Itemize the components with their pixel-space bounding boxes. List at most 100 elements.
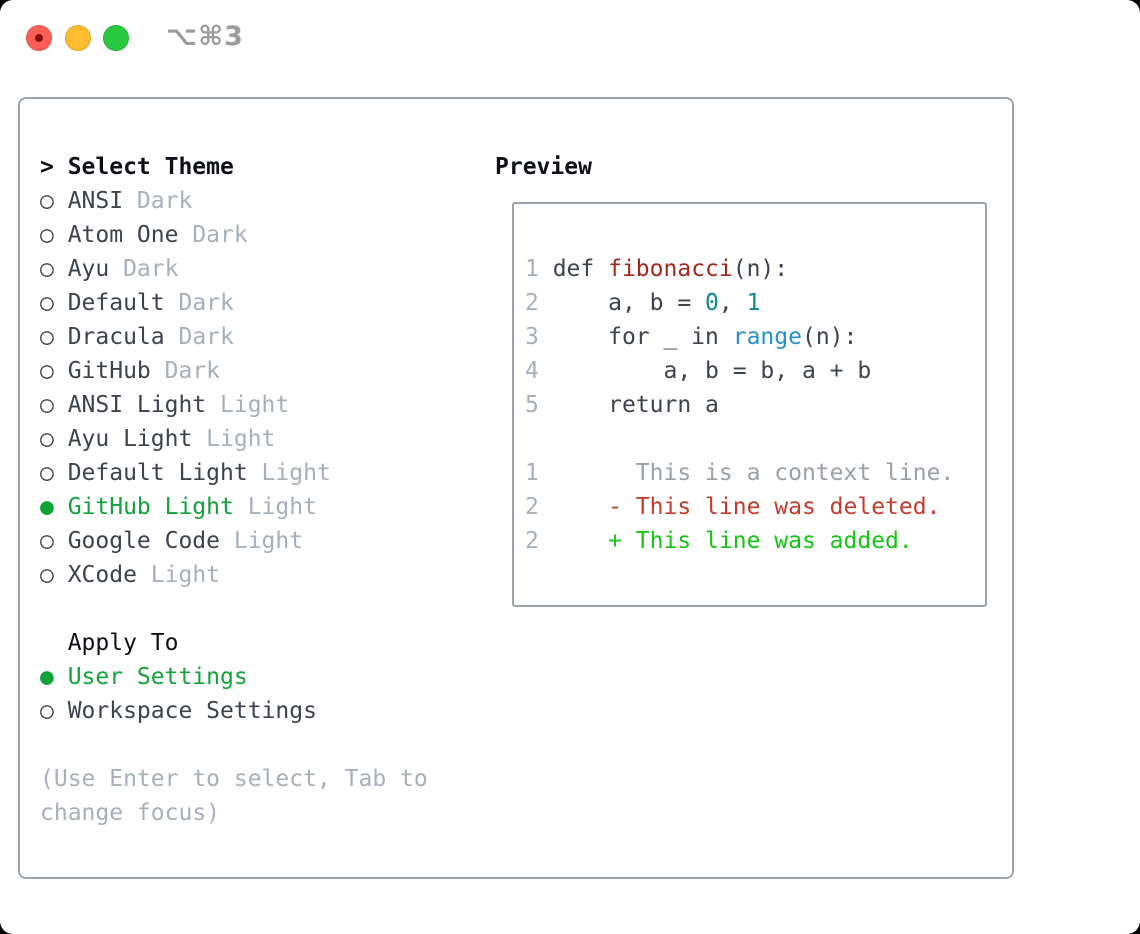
- theme-option-dracula[interactable]: ○ Dracula Dark: [40, 320, 428, 354]
- theme-variant: Dark: [109, 256, 179, 282]
- theme-name: Atom One: [67, 222, 179, 248]
- radio-unselected-icon: ○: [40, 460, 54, 486]
- theme-option-default-light[interactable]: ○ Default Light Light: [40, 456, 428, 490]
- theme-variant: Light: [233, 494, 317, 520]
- theme-option-ansi-light[interactable]: ○ ANSI Light Light: [40, 388, 428, 422]
- code-token: a, b = b, a + b: [538, 358, 872, 384]
- code-token: for _ in: [538, 324, 733, 350]
- apply-to-header: Apply To: [40, 626, 428, 660]
- apply-to-list: ● User Settings ○ Workspace Settings: [40, 660, 428, 728]
- radio-unselected-icon: ○: [40, 256, 54, 282]
- code-token: This is a context line.: [538, 460, 955, 486]
- apply-option-workspace-settings[interactable]: ○ Workspace Settings: [40, 694, 428, 728]
- select-theme-title: Select Theme: [67, 154, 234, 180]
- apply-option-label: Workspace Settings: [67, 698, 317, 724]
- code-token: return a: [538, 392, 719, 418]
- radio-unselected-icon: ○: [40, 222, 54, 248]
- theme-option-github[interactable]: ○ GitHub Dark: [40, 354, 428, 388]
- theme-name: Ayu Light: [67, 426, 193, 452]
- code-line: 4 a, b = b, a + b: [525, 354, 954, 388]
- radio-unselected-icon: ○: [40, 290, 54, 316]
- apply-option-label: User Settings: [67, 664, 248, 690]
- code-token: def: [538, 256, 609, 282]
- code-token: 4: [525, 358, 539, 384]
- spacer-row: [40, 728, 428, 762]
- maximize-button[interactable]: [103, 25, 129, 51]
- radio-unselected-icon: ○: [40, 392, 54, 418]
- theme-option-atom-one[interactable]: ○ Atom One Dark: [40, 218, 428, 252]
- radio-unselected-icon: ○: [40, 698, 54, 724]
- theme-option-ayu[interactable]: ○ Ayu Dark: [40, 252, 428, 286]
- radio-unselected-icon: ○: [40, 562, 54, 588]
- theme-name: GitHub Light: [67, 494, 234, 520]
- code-line: 2 - This line was deleted.: [525, 490, 954, 524]
- theme-variant: Dark: [164, 324, 234, 350]
- theme-list: ○ ANSI Dark ○ Atom One Dark ○ Ayu Dark ○ Defaul…: [40, 184, 428, 592]
- theme-name: GitHub: [67, 358, 151, 384]
- preview-title: Preview: [495, 154, 592, 180]
- code-token: 1: [525, 460, 539, 486]
- code-line: 2 a, b = 0, 1: [525, 286, 954, 320]
- code-line: 5 return a: [525, 388, 954, 422]
- theme-option-xcode[interactable]: ○ XCode Light: [40, 558, 428, 592]
- theme-option-ansi[interactable]: ○ ANSI Dark: [40, 184, 428, 218]
- spacer-row: [40, 592, 428, 626]
- code-line: 1 def fibonacci(n):: [525, 252, 954, 286]
- code-token: fibonacci: [608, 256, 733, 282]
- code-token: 2: [525, 290, 539, 316]
- theme-variant: Light: [136, 562, 221, 588]
- hint-line-2: change focus): [40, 800, 221, 826]
- radio-unselected-icon: ○: [40, 324, 54, 350]
- code-token: - This line was deleted.: [538, 494, 941, 520]
- apply-to-title: Apply To: [67, 630, 179, 656]
- code-token: 1: [525, 256, 539, 282]
- code-token: (n):: [732, 256, 789, 282]
- theme-option-default[interactable]: ○ Default Dark: [40, 286, 428, 320]
- select-theme-header: > Select Theme: [40, 150, 428, 184]
- theme-name: Google Code: [67, 528, 221, 554]
- code-token: a, b =: [538, 290, 706, 316]
- code-token: 5: [525, 392, 539, 418]
- apply-option-user-settings[interactable]: ● User Settings: [40, 660, 428, 694]
- radio-unselected-icon: ○: [40, 358, 54, 384]
- radio-selected-icon: ●: [40, 494, 54, 520]
- theme-name: Default: [67, 290, 165, 316]
- radio-selected-icon: ●: [40, 664, 54, 690]
- theme-option-google-code[interactable]: ○Google Code Light: [40, 524, 428, 558]
- theme-variant: Light: [192, 426, 276, 452]
- theme-variant: Light: [247, 460, 331, 486]
- code-token: 3: [525, 324, 539, 350]
- theme-name: ANSI: [67, 188, 124, 214]
- code-token: (n):: [801, 324, 858, 350]
- theme-variant: Dark: [123, 188, 193, 214]
- prompt-icon: >: [40, 154, 54, 180]
- radio-unselected-icon: ○: [40, 528, 54, 554]
- radio-unselected-icon: ○: [40, 426, 54, 452]
- code-token: 1: [746, 290, 761, 316]
- window-title: ⌥⌘3: [166, 21, 244, 52]
- close-button[interactable]: [26, 25, 52, 51]
- minimize-button[interactable]: [65, 25, 91, 51]
- theme-variant: Dark: [164, 290, 234, 316]
- theme-name: ANSI Light: [67, 392, 207, 418]
- code-token: 2: [525, 494, 539, 520]
- theme-variant: Dark: [178, 222, 248, 248]
- theme-name: XCode: [67, 562, 137, 588]
- code-token: + This line was added.: [538, 528, 913, 554]
- theme-picker-left-column: > Select Theme ○ ANSI Dark ○ Atom One Dark ○ A…: [40, 150, 428, 830]
- code-token: 2: [525, 528, 539, 554]
- theme-name: Default Light: [67, 460, 248, 486]
- code-line: 1 This is a context line.: [525, 456, 954, 490]
- theme-name: Ayu: [67, 256, 110, 282]
- theme-variant: Light: [206, 392, 290, 418]
- theme-option-github-light[interactable]: ● GitHub Light Light: [40, 490, 428, 524]
- theme-name: Dracula: [67, 324, 165, 350]
- theme-variant: Dark: [150, 358, 221, 384]
- code-line: 2 + This line was added.: [525, 524, 954, 558]
- theme-picker-panel: > Select Theme ○ ANSI Dark ○ Atom One Dark ○ A…: [18, 97, 1014, 879]
- radio-unselected-icon: ○: [40, 188, 54, 214]
- theme-option-ayu-light[interactable]: ○ Ayu Light Light: [40, 422, 428, 456]
